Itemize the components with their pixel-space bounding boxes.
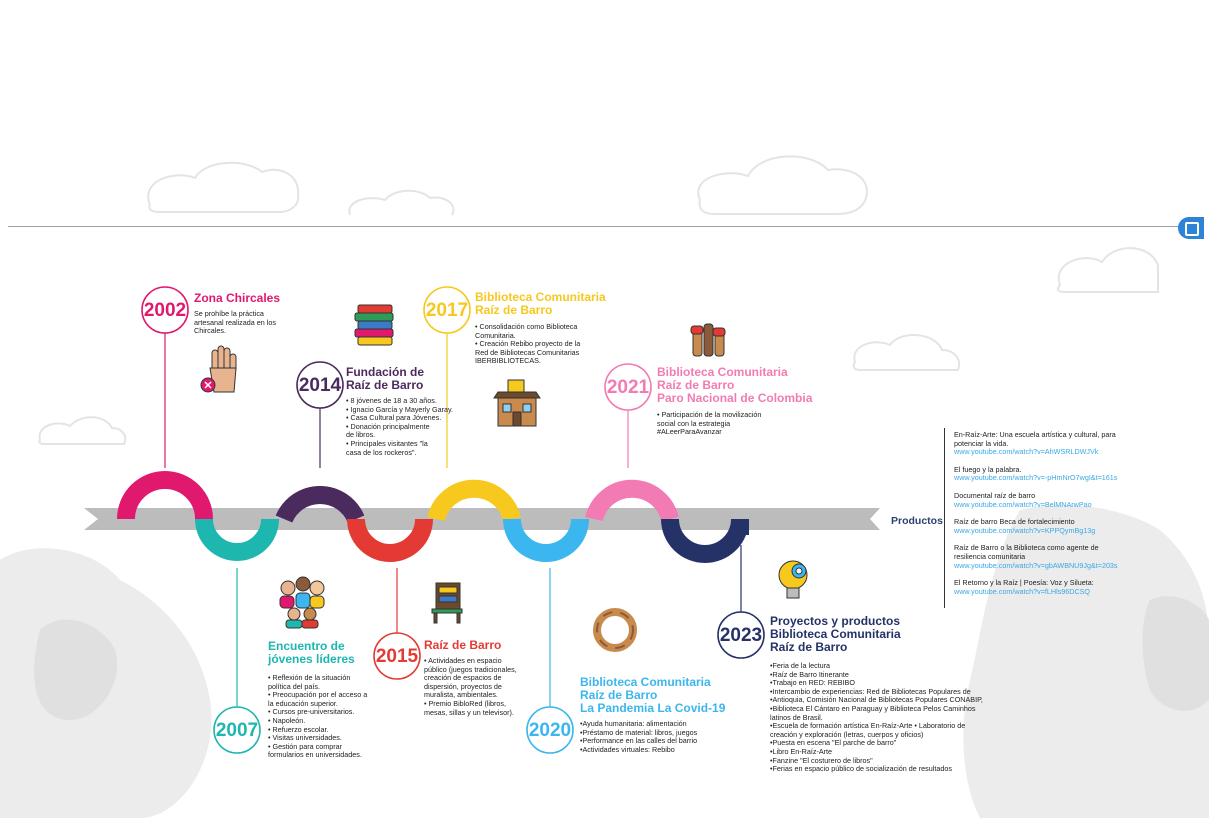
year-ring-2017 <box>423 286 471 334</box>
product-item: El Retorno y la Raíz | Poesía: Voz y Sil… <box>954 579 1129 596</box>
milestone-body-2020: •Ayuda humanitaria: alimentación •Présta… <box>580 719 698 754</box>
year-label-2007: 2007 <box>215 720 259 741</box>
stop-hand-icon <box>200 345 237 393</box>
year-ring-2015 <box>373 632 421 680</box>
wave-2020 <box>503 518 589 562</box>
products-divider <box>944 428 945 608</box>
milestone-title-2002: Zona Chircales <box>194 291 281 305</box>
year-ring-2002 <box>141 286 189 334</box>
milestone-title-2021: Biblioteca Comunitaria Raíz de Barro Par… <box>657 365 813 405</box>
product-link[interactable]: www.youtube.com/watch?v=gbAWBNU9Jg&t=203… <box>954 560 1118 570</box>
wave-2021 <box>585 479 679 522</box>
milestone-body-2021: • Participación de la movilización socia… <box>657 410 762 437</box>
year-label-2020: 2020 <box>528 720 572 741</box>
products-heading: Productos <box>891 515 943 527</box>
product-item: Documental raíz de barro www.youtube.com… <box>954 490 1129 509</box>
year-ring-2023 <box>717 611 765 659</box>
edit-icon <box>1185 222 1199 236</box>
product-link[interactable]: www.youtube.com/watch?v=AhWSRLDWJVk <box>954 447 1099 457</box>
milestone-body-2002: Se prohíbe la práctica artesanal realiza… <box>194 309 276 336</box>
product-item: El fuego y la palabra. www.youtube.com/w… <box>954 464 1129 483</box>
year-label-2017: 2017 <box>425 300 469 321</box>
year-ring-2021 <box>604 363 652 411</box>
wave-2014 <box>275 486 365 523</box>
milestone-title-2015: Raíz de Barro <box>424 638 502 652</box>
milestone-title-2017: Biblioteca Comunitaria Raíz de Barro <box>475 290 606 317</box>
product-item: Raíz de barro Beca de fortalecimiento ww… <box>954 518 1129 535</box>
milestone-body-2017: • Consolidación como Biblioteca Comunita… <box>475 322 581 366</box>
milestone-title-2007: Encuentro de jóvenes líderes <box>268 639 355 666</box>
wave-2007 <box>195 518 279 561</box>
milestone-title-2023: Proyectos y productos Biblioteca Comunit… <box>770 614 901 654</box>
products-list: En-Raíz-Arte: Una escuela artística y cu… <box>954 430 1129 605</box>
milestone-title-2020: Biblioteca Comunitaria Raíz de Barro La … <box>580 675 726 715</box>
wave-2023 <box>661 518 749 563</box>
milestone-title-2014: Fundación de Raíz de Barro <box>346 365 424 392</box>
raised-fists-icon <box>690 323 726 357</box>
wave-2002 <box>117 471 213 520</box>
year-label-2023: 2023 <box>719 625 763 646</box>
product-link[interactable]: www.youtube.com/watch?v=fLHls96DCSQ <box>954 586 1091 596</box>
books-stack-icon <box>354 304 394 346</box>
milestone-body-2014: • 8 jóvenes de 18 a 30 años. • Ignacio G… <box>346 396 454 457</box>
milestone-body-2007: • Reflexión de la situación política del… <box>268 673 368 760</box>
year-label-2015: 2015 <box>375 646 419 667</box>
product-link[interactable]: www.youtube.com/watch?v=-pHmNrO7wgI&t=16… <box>954 473 1118 483</box>
year-label-2021: 2021 <box>606 377 650 398</box>
linked-hands-icon <box>593 608 637 652</box>
product-title: Raíz de Barro o la Biblioteca como agent… <box>954 543 1099 561</box>
milestone-body-2023: •Feria de la lectura •Raíz de Barro Itin… <box>770 661 983 774</box>
year-label-2014: 2014 <box>298 375 342 396</box>
corner-edit-button[interactable] <box>1178 217 1204 239</box>
page-divider <box>8 226 1186 227</box>
milestone-body-2015: • Actividades en espacio público (juegos… <box>424 656 517 717</box>
youth-group-icon <box>279 576 325 629</box>
year-ring-2014 <box>296 361 344 409</box>
year-label-2002: 2002 <box>143 300 187 321</box>
year-ring-2007 <box>213 706 261 754</box>
wave-2017 <box>427 479 521 522</box>
lightbulb-gear-icon <box>778 560 808 599</box>
product-title: En-Raíz-Arte: Una escuela artística y cu… <box>954 430 1116 448</box>
product-title: El Retorno y la Raíz | Poesía: Voz y Sil… <box>954 578 1094 588</box>
product-title: Documental raíz de barro <box>954 490 1036 500</box>
product-title: Raíz de barro Beca de fortalecimiento <box>954 517 1075 527</box>
year-ring-2020 <box>526 706 574 754</box>
library-building-icon <box>493 379 541 427</box>
product-link[interactable]: www.youtube.com/watch?v=KPPQymBg13g <box>954 525 1096 535</box>
bookshelf-table-icon <box>431 582 463 624</box>
product-item: En-Raíz-Arte: Una escuela artística y cu… <box>954 430 1129 457</box>
wave-2015 <box>347 518 433 562</box>
product-item: Raíz de Barro o la Biblioteca como agent… <box>954 543 1129 570</box>
product-link[interactable]: www.youtube.com/watch?v=BelMNArwPao <box>954 499 1092 509</box>
product-title: El fuego y la palabra. <box>954 464 1022 474</box>
